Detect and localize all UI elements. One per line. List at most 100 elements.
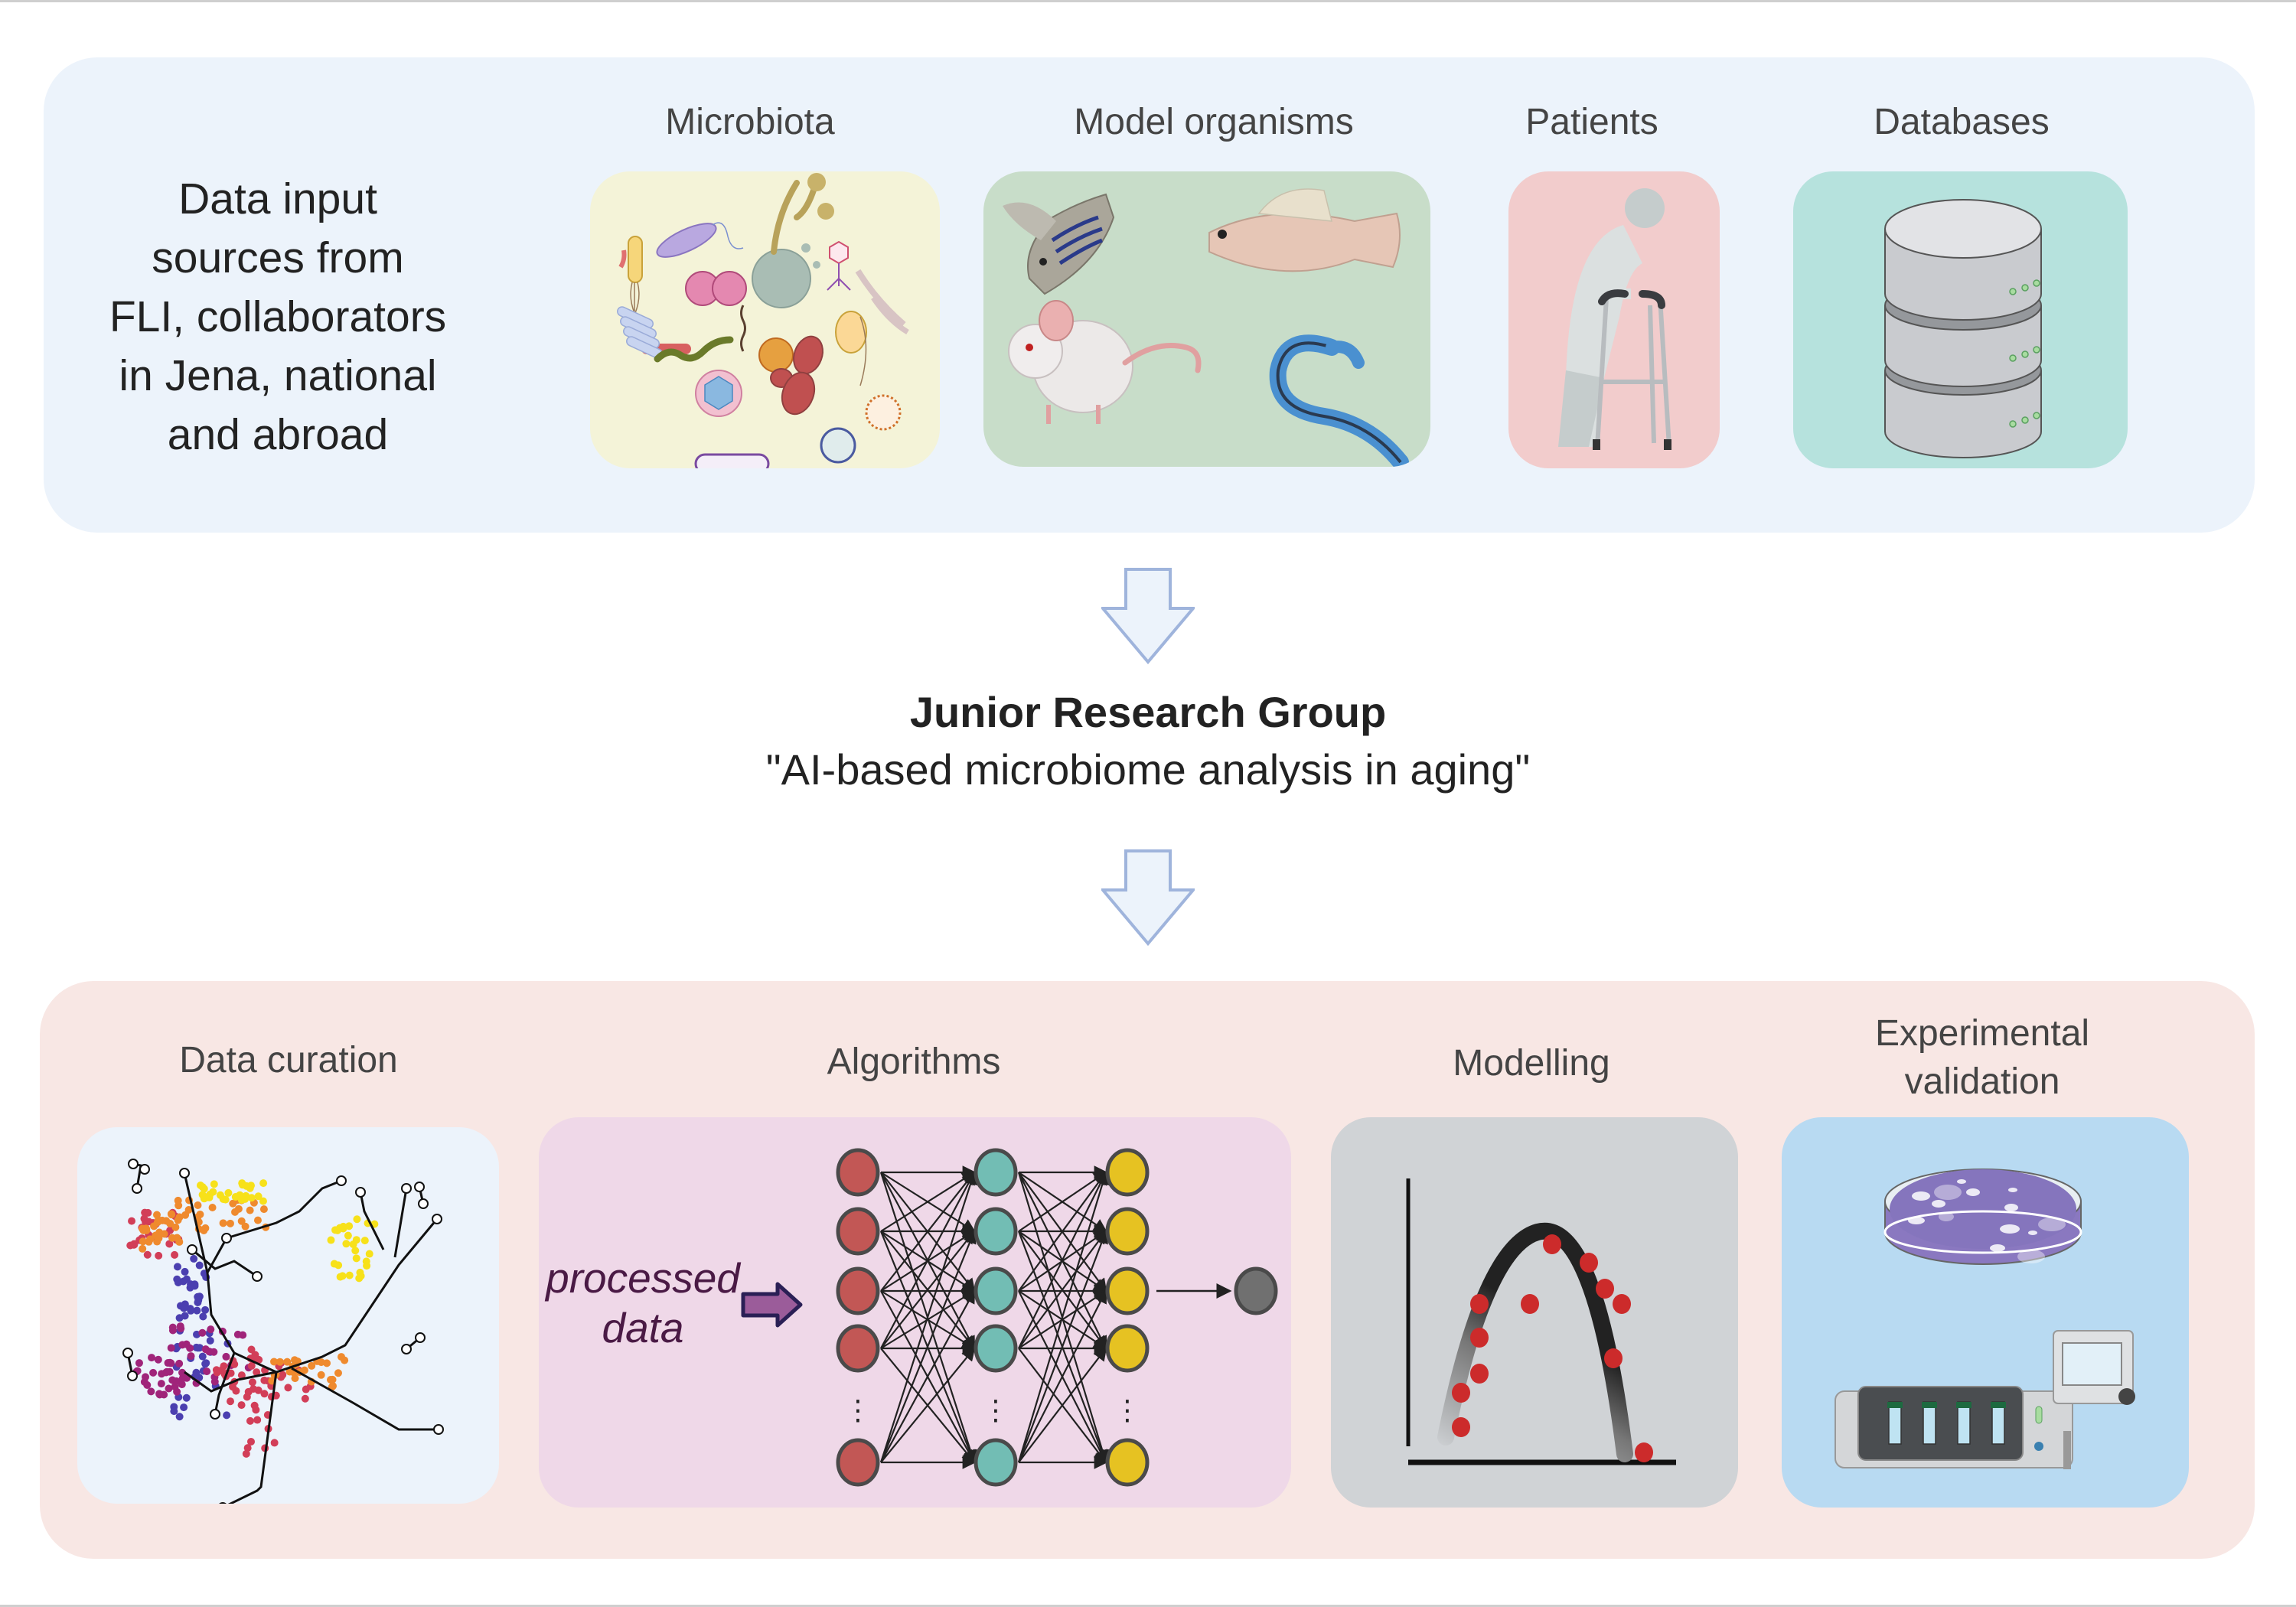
cell-dot xyxy=(237,1401,246,1410)
cell-dot xyxy=(227,1397,235,1406)
cell-dot xyxy=(246,1437,255,1446)
cell-dot xyxy=(181,1267,189,1276)
nn-node xyxy=(974,1324,1018,1373)
trajectory-node xyxy=(432,1214,442,1224)
cell-dot xyxy=(157,1380,165,1388)
cell-dot xyxy=(195,1261,204,1270)
walker-icon xyxy=(1595,297,1671,448)
nn-node xyxy=(974,1266,1018,1315)
cell-dot xyxy=(242,1449,250,1458)
trajectory-node xyxy=(139,1164,150,1175)
cell-dot xyxy=(174,1196,182,1204)
modelling-card xyxy=(1331,1117,1738,1508)
nn-edge xyxy=(880,1171,976,1292)
trajectory-node xyxy=(210,1409,220,1420)
trajectory-scatter-illustration xyxy=(122,1159,444,1504)
trajectory-line xyxy=(206,1179,342,1273)
cell-dot xyxy=(179,1277,188,1286)
cell-dot xyxy=(219,1219,227,1227)
cell-dot xyxy=(308,1361,316,1370)
microbiota-card xyxy=(590,171,940,468)
cell-dot xyxy=(334,1261,343,1270)
cell-dot xyxy=(173,1234,181,1242)
trajectory-line xyxy=(184,1371,277,1393)
cell-dot xyxy=(357,1272,365,1280)
trajectory-node xyxy=(418,1198,429,1209)
nn-node xyxy=(836,1266,880,1315)
group-subtitle: "AI-based microbiome analysis in aging" xyxy=(765,745,1531,794)
cell-dot xyxy=(165,1240,174,1248)
cell-dot xyxy=(196,1210,204,1218)
cell-dot xyxy=(167,1359,175,1367)
cell-dot xyxy=(144,1208,152,1217)
cell-dot xyxy=(291,1374,299,1383)
cell-dot xyxy=(165,1384,173,1393)
nn-node xyxy=(1105,1148,1150,1197)
nn-node xyxy=(974,1148,1018,1197)
cell-dot xyxy=(193,1306,201,1315)
cell-dot xyxy=(223,1411,231,1420)
nn-edge xyxy=(1018,1230,1107,1349)
data-point xyxy=(1543,1234,1561,1254)
cell-dot xyxy=(171,1223,180,1231)
cell-dot xyxy=(260,1390,269,1398)
right-arrow-icon xyxy=(741,1282,803,1328)
nn-node xyxy=(1105,1324,1150,1373)
cell-dot xyxy=(253,1216,262,1224)
cell-dot xyxy=(329,1382,338,1390)
cell-dot xyxy=(234,1204,243,1213)
down-arrow-icon xyxy=(1101,849,1195,946)
cell-dot xyxy=(149,1368,158,1377)
data-point xyxy=(1604,1348,1623,1368)
cell-dot xyxy=(198,1328,207,1337)
experimental-validation-card xyxy=(1782,1117,2189,1508)
cell-dot xyxy=(206,1336,214,1345)
cell-dot xyxy=(145,1237,153,1246)
cell-dot xyxy=(342,1240,351,1248)
cell-dot xyxy=(327,1236,335,1244)
cell-dot xyxy=(243,1444,252,1452)
cell-dot xyxy=(345,1271,354,1279)
data-point xyxy=(1452,1417,1470,1437)
neural-network-illustration: ⋮⋮⋮ xyxy=(836,1148,1278,1487)
trajectory-node xyxy=(401,1183,412,1194)
cell-dot xyxy=(178,1374,187,1383)
trajectory-node xyxy=(401,1344,412,1354)
cell-dot xyxy=(226,1219,234,1227)
cell-dot xyxy=(352,1254,360,1263)
patients-card xyxy=(1508,171,1720,468)
cell-dot xyxy=(328,1375,337,1384)
algorithms-label: Algorithms xyxy=(827,1041,1001,1082)
cell-dot xyxy=(194,1344,202,1352)
cell-dot xyxy=(182,1393,191,1402)
cell-dot xyxy=(365,1250,373,1258)
trajectory-node xyxy=(132,1183,142,1194)
cell-dot xyxy=(194,1201,202,1210)
petri-dish-and-lab-device-illustration xyxy=(1835,1169,2135,1469)
trajectory-node xyxy=(128,1159,139,1169)
cell-dot xyxy=(175,1314,184,1322)
cell-dot xyxy=(201,1224,210,1232)
cell-dot xyxy=(175,1413,184,1421)
cell-dot xyxy=(168,1211,176,1219)
cell-dot xyxy=(167,1344,175,1352)
model-organisms-label: Model organisms xyxy=(1074,102,1354,142)
cell-dot xyxy=(249,1384,258,1393)
nn-edge xyxy=(1018,1289,1107,1463)
cell-dot xyxy=(150,1222,158,1231)
cell-dot xyxy=(351,1247,360,1255)
fit-curve xyxy=(1437,1222,1633,1462)
description-line: in Jena, national xyxy=(119,351,437,400)
cell-dot xyxy=(199,1312,207,1321)
cell-dot xyxy=(155,1251,163,1260)
data-point xyxy=(1521,1294,1539,1314)
cell-dot xyxy=(276,1358,284,1366)
nn-edge xyxy=(879,1170,977,1463)
cell-dot xyxy=(338,1272,347,1280)
experimental-validation-label: Experimental validation xyxy=(1875,1012,2089,1103)
nn-node xyxy=(1105,1266,1150,1315)
trajectory-node xyxy=(219,1502,227,1504)
data-point xyxy=(1470,1364,1489,1384)
nn-edge xyxy=(880,1230,976,1349)
processed-data-label: data xyxy=(602,1304,684,1351)
